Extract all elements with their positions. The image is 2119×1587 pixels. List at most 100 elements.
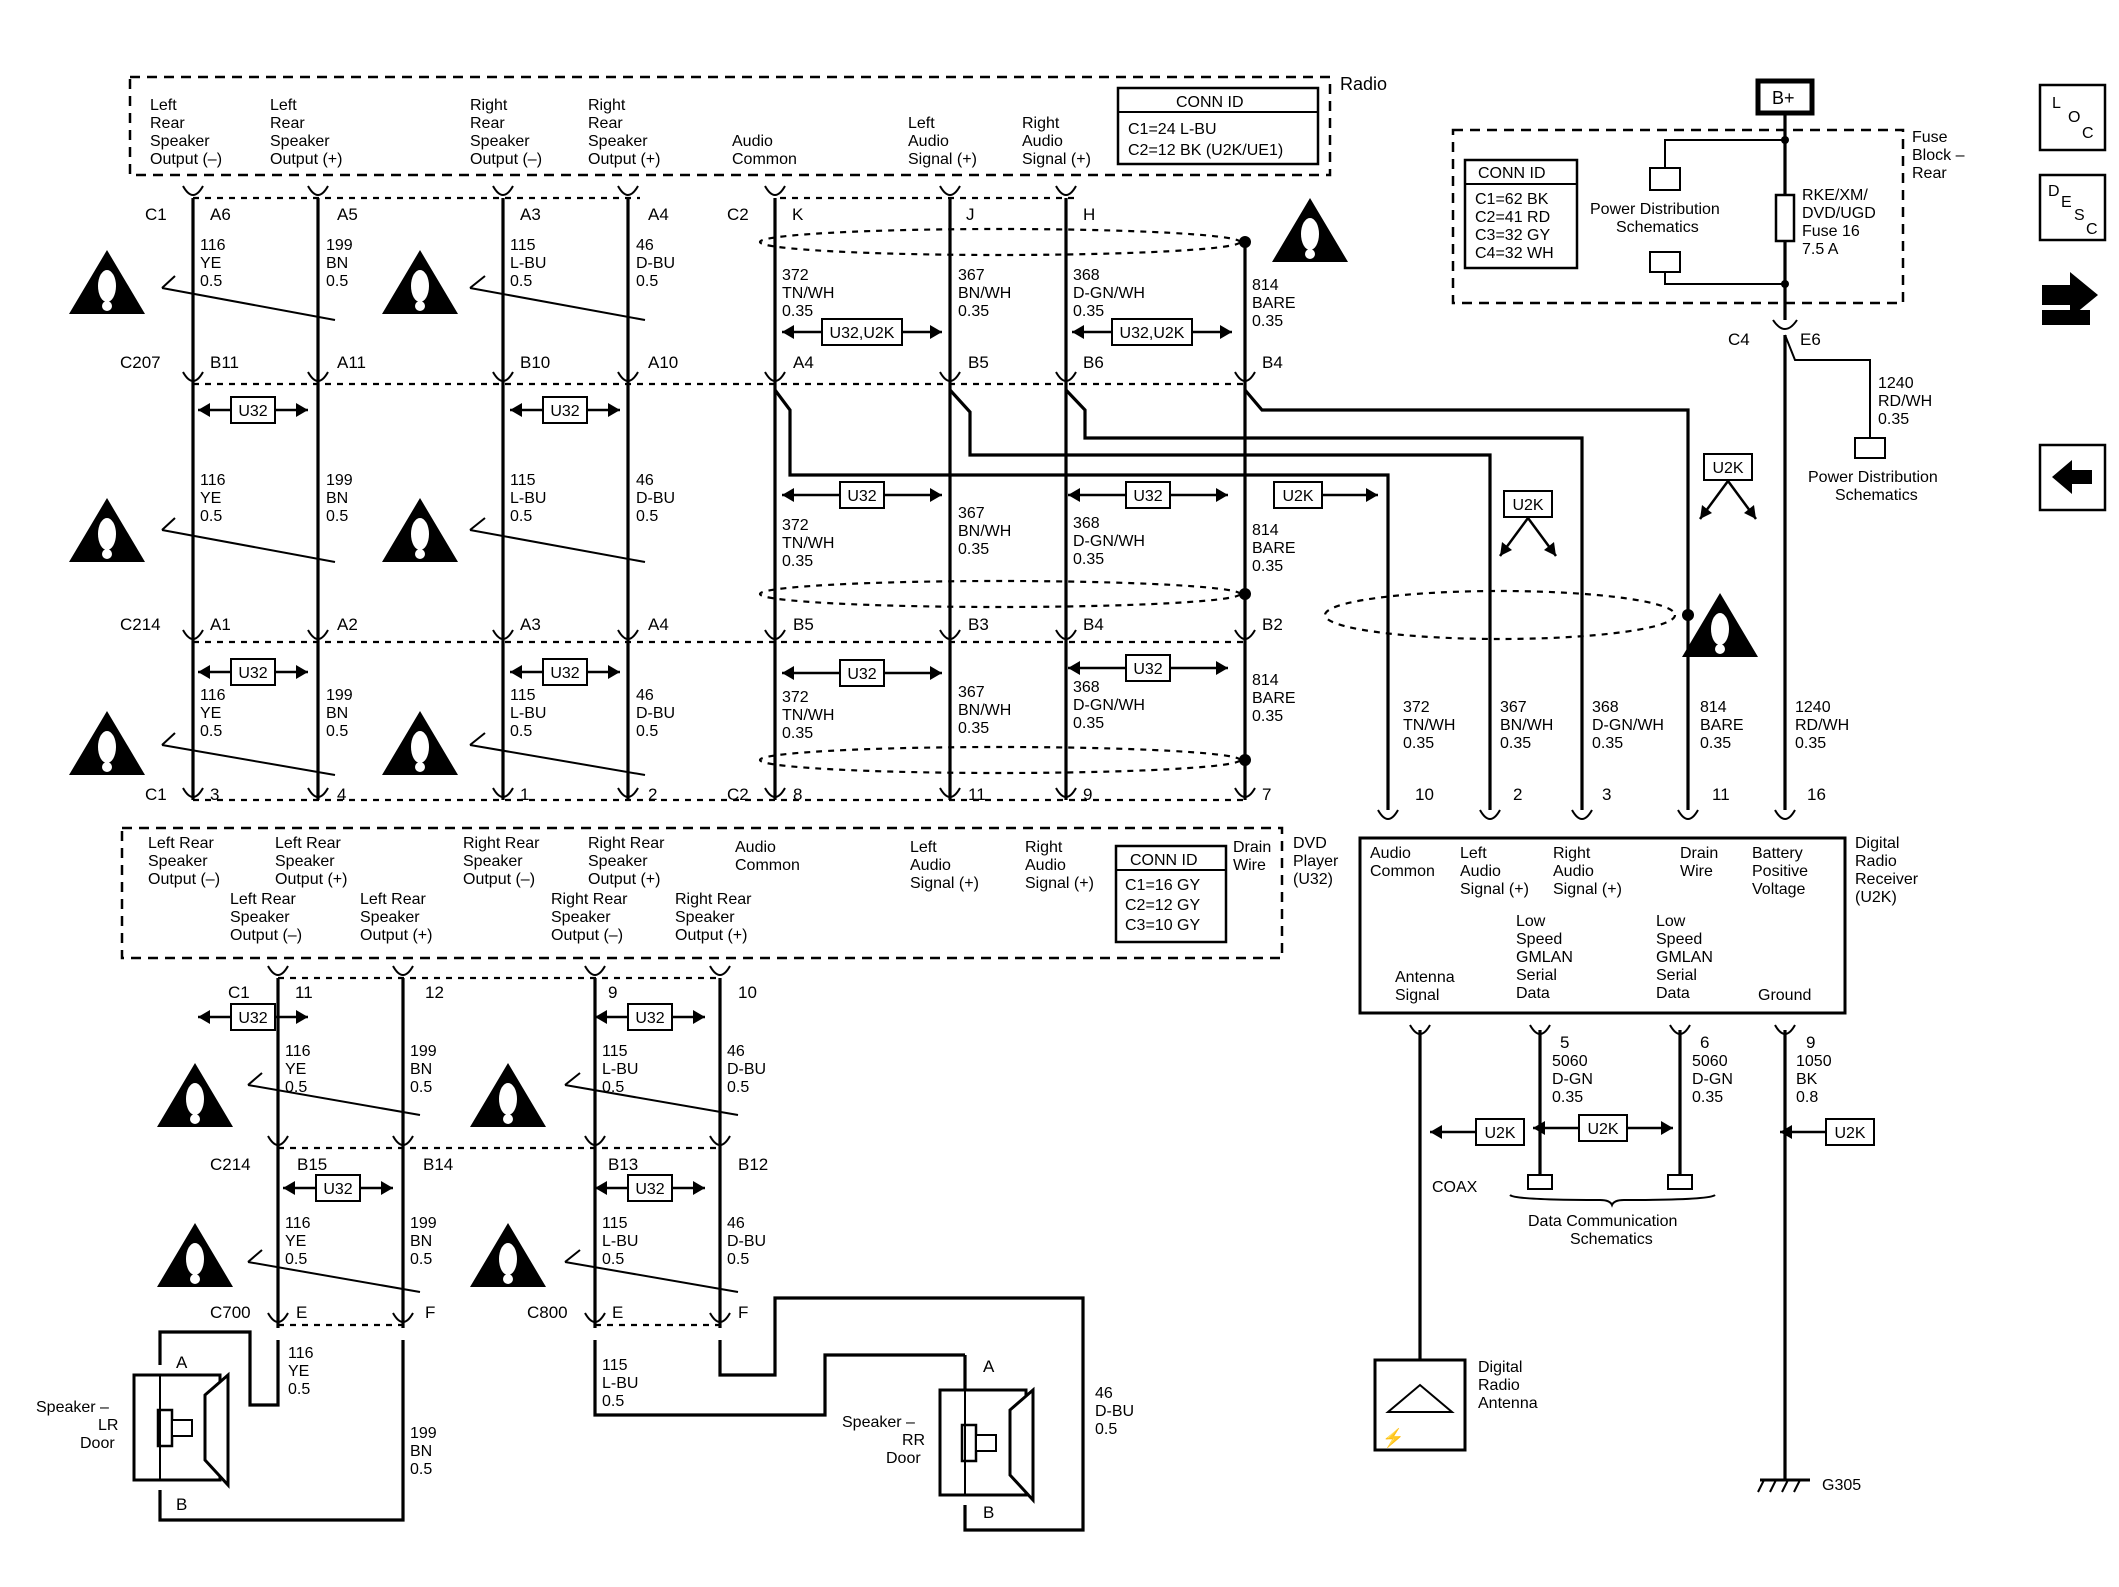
fuse-block-label: Rear — [1912, 165, 1947, 182]
receiver-branch-wires — [773, 388, 1690, 810]
pin-label: Battery — [1752, 845, 1803, 862]
pin-label: Audio — [1553, 863, 1594, 880]
wire-label: YE — [200, 255, 221, 272]
pin-label: Rear — [470, 115, 505, 132]
dvd-label: Player — [1293, 853, 1339, 870]
option-tag-label: U32,U2K — [1120, 325, 1185, 342]
pin-number: B10 — [520, 353, 550, 372]
pin-label: Audio — [1460, 863, 1501, 880]
terminal-arc — [1774, 809, 1796, 820]
pin-number: 1 — [520, 785, 529, 804]
fuse-conn-line: C3=32 GY — [1475, 227, 1550, 244]
caution-icon — [382, 498, 458, 562]
wire-label: 368 — [1592, 699, 1619, 716]
fuse-block-label: Block – — [1912, 147, 1965, 164]
wire-label: BN/WH — [958, 523, 1011, 540]
pin-number: 2 — [648, 785, 657, 804]
wire-label: 46 — [636, 237, 654, 254]
pin-label: Signal (+) — [1025, 875, 1094, 892]
wire-label: 116 — [200, 472, 226, 489]
option-tag-label: U2K — [1512, 497, 1543, 514]
connector-c214-label: C214 — [120, 615, 161, 634]
wire-label: L-BU — [510, 705, 546, 722]
fuse-label: 7.5 A — [1802, 241, 1839, 258]
wire-label: BN — [326, 490, 348, 507]
dvd-player: DVD Player (U32) CONN ID C1=16 GY C2=12 … — [120, 826, 1339, 960]
option-tag: U32,U2K — [1072, 318, 1232, 346]
wire-label: BN — [410, 1233, 432, 1250]
fuse-conn-line: C1=62 BK — [1475, 191, 1549, 208]
wire-label: 0.35 — [782, 303, 813, 320]
caution-icon — [69, 250, 145, 314]
wire-label: 368 — [1073, 515, 1100, 532]
pin-label: Right Rear — [675, 891, 752, 908]
speaker-terminal-a: A — [983, 1357, 995, 1376]
terminal-arc — [617, 185, 639, 196]
radio-label: Radio — [1340, 74, 1387, 94]
wire-label: 115 — [510, 472, 536, 489]
terminal-arc — [307, 185, 329, 196]
wire-label: 116 — [285, 1043, 311, 1060]
pin-number: B4 — [1083, 615, 1104, 634]
wire-label: 814 — [1252, 522, 1279, 539]
option-tag-label: U32 — [550, 665, 579, 682]
dvd-conn-line: C3=10 GY — [1125, 917, 1200, 934]
caution-icon — [1272, 198, 1348, 262]
pin-label: Signal — [1395, 987, 1439, 1004]
connector-plug-icon[interactable] — [2042, 272, 2098, 325]
pin-label: Left — [270, 97, 297, 114]
wire-label: 5060 — [1692, 1053, 1728, 1070]
receiver-label: (U2K) — [1855, 889, 1897, 906]
wire-label: 0.5 — [288, 1381, 310, 1398]
pin-label: Signal (+) — [1022, 151, 1091, 168]
speaker-lr: 116 YE 0.5 199 BN 0.5 A B Speaker – LR D… — [36, 1330, 437, 1522]
pin-label: Rear — [270, 115, 305, 132]
pin-label: Rear — [588, 115, 623, 132]
pin-label: Speaker — [275, 853, 335, 870]
wire-label: BN — [326, 255, 348, 272]
terminal-arc — [1677, 809, 1699, 820]
wire-label: 116 — [200, 237, 226, 254]
dvd-label: DVD — [1293, 835, 1327, 852]
desc-icon[interactable]: D E S C — [2038, 173, 2107, 242]
wire-label: D-GN/WH — [1073, 697, 1145, 714]
terminal-arc — [1479, 809, 1501, 820]
data-communication-label: Data Communication — [1528, 1213, 1677, 1230]
pin-label: Right — [1553, 845, 1591, 862]
wire-label: 0.35 — [1073, 303, 1104, 320]
data-communication-label: Schematics — [1570, 1231, 1653, 1248]
wire-label: 0.35 — [782, 553, 813, 570]
wire-label: 116 — [200, 687, 226, 704]
wire-label: YE — [285, 1061, 306, 1078]
speaker-label: Speaker – — [842, 1414, 915, 1431]
wire-label: TN/WH — [1403, 717, 1455, 734]
wire-label: TN/WH — [782, 535, 834, 552]
pin-number: A11 — [337, 353, 366, 372]
wire-label: 0.35 — [1073, 551, 1104, 568]
pin-label: Audio — [910, 857, 951, 874]
loc-icon[interactable]: L O C — [2038, 83, 2107, 152]
wire-label: 1240 — [1878, 375, 1914, 392]
wire-label: 199 — [326, 472, 353, 489]
option-tag-label: U32 — [635, 1010, 664, 1027]
pin-label: Positive — [1752, 863, 1808, 880]
wire-label: 367 — [958, 505, 985, 522]
back-arrow-icon[interactable] — [2038, 443, 2107, 512]
pin-label: Output (+) — [270, 151, 342, 168]
option-tag-label: U32 — [847, 488, 876, 505]
pin-number: 9 — [1083, 785, 1092, 804]
pin-label: GMLAN — [1516, 949, 1573, 966]
pin-label: Speaker — [360, 909, 420, 926]
option-tag-label: U32 — [847, 666, 876, 683]
wire-label: YE — [288, 1363, 309, 1380]
desc-letter: E — [2061, 194, 2072, 211]
option-tag: U32,U2K — [782, 318, 942, 346]
pin-number: 3 — [210, 785, 219, 804]
radio-conn-line: C2=12 BK (U2K/UE1) — [1128, 142, 1283, 159]
pin-label: Speaker — [230, 909, 290, 926]
caution-icon — [157, 1223, 233, 1287]
option-tag-label: U32,U2K — [830, 325, 895, 342]
fuse-label: Fuse 16 — [1802, 223, 1860, 240]
wire-label: D-GN/WH — [1073, 533, 1145, 550]
terminal-arc — [1377, 809, 1399, 820]
